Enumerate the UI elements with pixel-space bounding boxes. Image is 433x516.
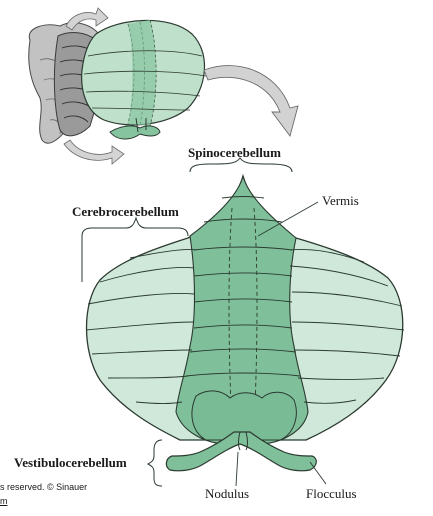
spinocerebellum-bracket <box>189 157 293 173</box>
lower-vermis-lobes <box>191 390 297 441</box>
spinocerebellum-label: Spinocerebellum <box>188 145 281 160</box>
nodulus-leader <box>235 451 239 487</box>
cerebrocerebellum-bracket <box>81 216 189 282</box>
main-cerebellum <box>85 173 405 487</box>
curved-arrow-icon <box>63 139 125 165</box>
flocculus-label: Flocculus <box>306 486 357 501</box>
curved-arrow-icon <box>203 65 299 138</box>
vermis-leader <box>257 201 319 237</box>
inset-illustration <box>28 7 207 165</box>
nodulus-label: Nodulus <box>205 486 250 501</box>
copyright-line-1: s reserved. © Sinauer <box>0 482 88 492</box>
cerebrocerebellum-label: Cerebrocerebellum <box>72 204 179 219</box>
nodulus-flocculus <box>165 431 317 472</box>
curved-arrow-icon <box>65 7 109 31</box>
flocculus-leader <box>309 461 327 485</box>
vermis-label: Vermis <box>322 193 359 208</box>
copyright-line-2: m <box>0 496 8 506</box>
vestibulocerebellum-label: Vestibulocerebellum <box>14 455 127 470</box>
vestibulocerebellum-bracket <box>146 439 163 487</box>
